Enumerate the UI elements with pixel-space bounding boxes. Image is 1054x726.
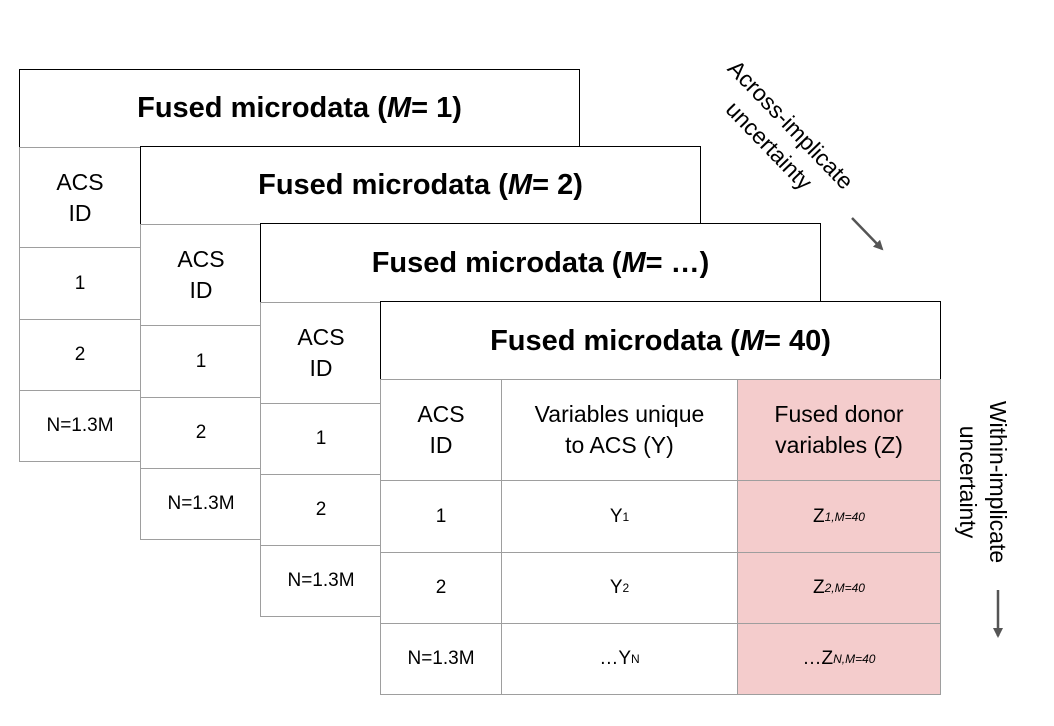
z-subscript: 1,M=40 xyxy=(824,509,865,524)
y-value: Y xyxy=(609,577,623,598)
table-3-row-1: 1 xyxy=(260,403,382,475)
title-suffix: = …) xyxy=(645,246,710,279)
title-prefix: Fused microdata ( xyxy=(258,169,508,201)
title-suffix: = 40) xyxy=(764,324,831,357)
title-var: M xyxy=(621,246,646,279)
title-prefix: Fused microdata ( xyxy=(137,92,387,124)
across-arrow-icon xyxy=(851,217,884,251)
z-subscript: 2,M=40 xyxy=(824,581,865,595)
y-value: …Y xyxy=(599,648,631,669)
table-4-z-header: Fused donor variables (Z) xyxy=(737,379,941,481)
table-2-id-header: ACS ID xyxy=(140,224,262,326)
y-value: Y xyxy=(609,505,623,527)
title-prefix: Fused microdata ( xyxy=(490,324,740,357)
table-2-row-1: 1 xyxy=(140,325,262,398)
z-value: …Z xyxy=(802,648,834,669)
y-subscript: 2 xyxy=(622,581,630,595)
y-subscript: N xyxy=(631,652,640,666)
table-4-row-1-id: 1 xyxy=(380,480,502,553)
table-3-row-2: 2 xyxy=(260,474,382,546)
table-4-row-n-id: N=1.3M xyxy=(380,623,502,695)
table-3-title: Fused microdata (M = …) xyxy=(260,223,821,303)
table-2-title: Fused microdata (M = 2) xyxy=(140,146,701,225)
table-2-row-n: N=1.3M xyxy=(140,468,262,540)
title-var: M xyxy=(386,92,412,124)
table-4-id-header: ACS ID xyxy=(380,379,502,481)
title-suffix: = 1) xyxy=(411,92,462,124)
y-subscript: 1 xyxy=(622,509,630,524)
table-3-row-n: N=1.3M xyxy=(260,545,382,617)
table-1-row-n: N=1.3M xyxy=(19,390,141,462)
table-4-y-header: Variables unique to ACS (Y) xyxy=(501,379,738,481)
table-1-title: Fused microdata (M = 1) xyxy=(19,69,580,148)
z-subscript: N,M=40 xyxy=(833,652,876,666)
title-suffix: = 2) xyxy=(532,169,583,201)
z-value: Z xyxy=(813,577,825,598)
z-value: Z xyxy=(813,505,825,527)
table-3-id-header: ACS ID xyxy=(260,302,382,404)
title-prefix: Fused microdata ( xyxy=(371,246,622,279)
table-1-id-header: ACS ID xyxy=(19,147,141,248)
title-var: M xyxy=(507,169,533,201)
table-4-title: Fused microdata (M = 40) xyxy=(380,301,941,381)
title-var: M xyxy=(739,324,765,357)
